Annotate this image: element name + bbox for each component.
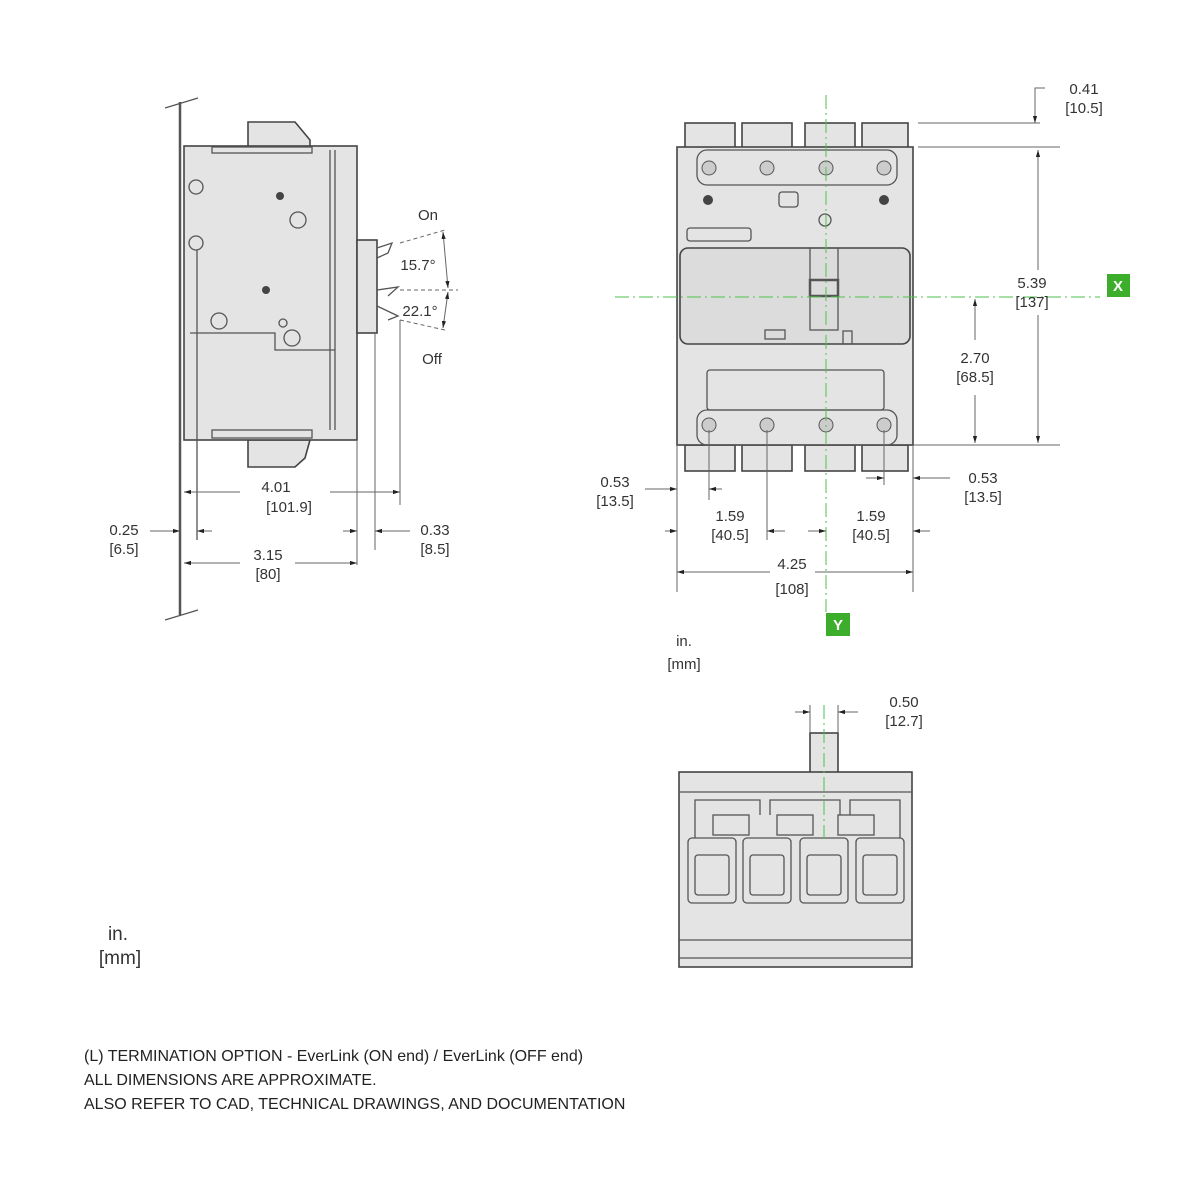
dim-2-70-mm: [68.5] — [956, 369, 994, 386]
breaker-body-side — [183, 145, 358, 441]
note-termination-option: (L) TERMINATION OPTION - EverLink (ON en… — [84, 1048, 583, 1065]
y-axis-badge — [826, 613, 850, 636]
x-axis-badge — [1107, 274, 1130, 297]
dim-0-41-in: 0.41 — [1069, 81, 1098, 98]
dim-1-59-right-mm: [40.5] — [852, 527, 890, 544]
on-label: On — [418, 207, 438, 224]
face-plate — [679, 247, 911, 345]
breaker-body-bottom — [678, 771, 913, 968]
dim-4-01-in: 4.01 — [261, 479, 290, 496]
top-terminals — [684, 122, 909, 150]
dim-0-53-right-mm: [13.5] — [964, 489, 1002, 506]
angle-off: 22.1° — [402, 303, 437, 320]
bottom-view: 0.50 [12.7] — [678, 694, 923, 968]
dim-0-33-in: 0.33 — [420, 522, 449, 539]
dim-2-70-in: 2.70 — [960, 350, 989, 367]
note-approximate: ALL DIMENSIONS ARE APPROXIMATE. — [84, 1072, 377, 1089]
handle-base — [356, 239, 378, 334]
dim-0-53-right-in: 0.53 — [968, 470, 997, 487]
units-mm-small: [mm] — [667, 656, 700, 673]
dim-0-53-left-in: 0.53 — [600, 474, 629, 491]
side-view: On 15.7° 22.1° Off 4.01 [101.9] 0.25 [6.… — [109, 97, 458, 621]
handle-on — [376, 241, 394, 259]
note-refer-cad: ALSO REFER TO CAD, TECHNICAL DRAWINGS, A… — [84, 1096, 625, 1113]
dim-0-33-mm: [8.5] — [420, 541, 449, 558]
dim-0-50-mm: [12.7] — [885, 713, 923, 730]
dim-0-25-in: 0.25 — [109, 522, 138, 539]
dim-3-15-in: 3.15 — [253, 547, 282, 564]
units-legend-in: in. — [108, 924, 128, 945]
dim-4-25-in: 4.25 — [777, 556, 806, 573]
dim-1-59-left-in: 1.59 — [715, 508, 744, 525]
dim-3-15-mm: [80] — [255, 566, 280, 583]
dim-0-50-in: 0.50 — [889, 694, 918, 711]
handle-off — [376, 286, 401, 321]
bottom-terminals — [684, 444, 909, 472]
off-label: Off — [422, 351, 443, 368]
units-in-small: in. — [676, 633, 692, 650]
dim-1-59-left-mm: [40.5] — [711, 527, 749, 544]
front-view: X Y 0.41 [10.5] 5.39 [137] 2.70 [68.5] 0… — [596, 81, 1130, 673]
dim-0-53-left-mm: [13.5] — [596, 493, 634, 510]
angle-on: 15.7° — [400, 257, 435, 274]
dim-0-41-mm: [10.5] — [1065, 100, 1103, 117]
dim-4-01-mm: [101.9] — [266, 499, 312, 516]
dim-0-25-mm: [6.5] — [109, 541, 138, 558]
dim-4-25-mm: [108] — [775, 581, 808, 598]
y-axis-label: Y — [833, 617, 843, 634]
dim-5-39-in: 5.39 — [1017, 275, 1046, 292]
bottom-tab — [247, 439, 312, 468]
units-legend-mm: [mm] — [99, 948, 141, 969]
dim-5-39-mm: [137] — [1015, 294, 1048, 311]
x-axis-label: X — [1113, 278, 1123, 295]
dim-1-59-right-in: 1.59 — [856, 508, 885, 525]
